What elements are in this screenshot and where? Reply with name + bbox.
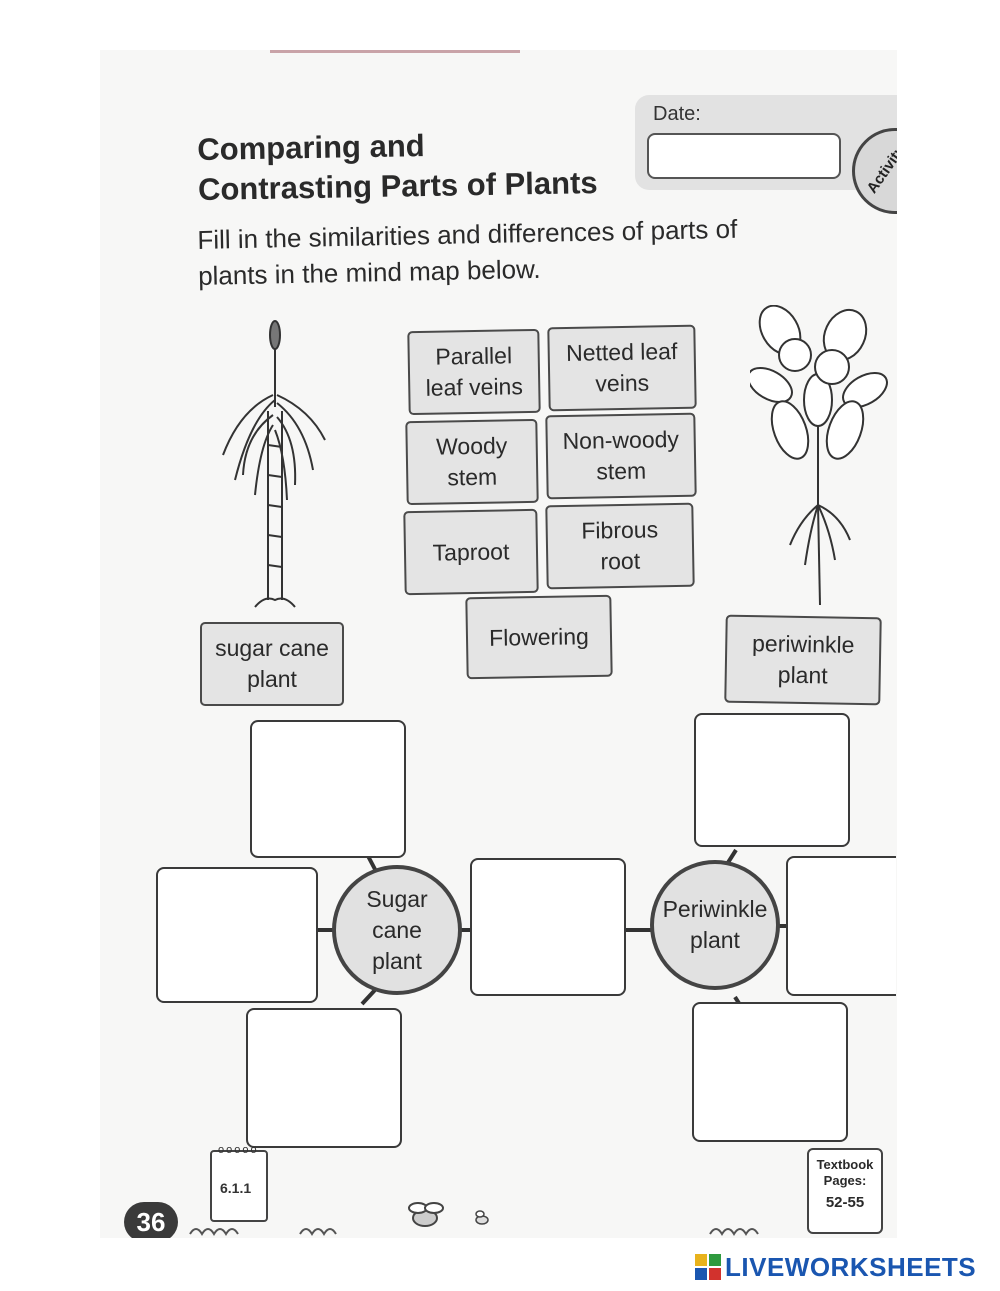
small-bee-icon: [475, 1210, 489, 1225]
liveworksheets-wordmark: LIVEWORKSHEETS: [725, 1251, 977, 1282]
textbook-label: Textbook: [816, 1157, 874, 1172]
sugarcane-illustration: [222, 320, 326, 608]
liveworksheets-logo-icon: [695, 1254, 721, 1280]
answer-box-sugarcane-bottom[interactable]: [246, 1008, 402, 1148]
date-field[interactable]: [647, 133, 841, 179]
pages-label: Pages:: [823, 1173, 867, 1188]
liveworksheets-logo[interactable]: LIVEWORKSHEETS: [695, 1251, 977, 1282]
answer-box-periwinkle-right[interactable]: [786, 856, 896, 996]
hub-periwinkle-plant: Periwinkle plant: [650, 860, 780, 990]
answer-box-sugarcane-left[interactable]: [156, 867, 318, 1003]
word-card-sugar-cane-plant[interactable]: sugar cane plant: [200, 622, 344, 706]
top-strip: [270, 50, 520, 53]
reference-notepad-tag: ooooo 6.1.1: [210, 1144, 268, 1222]
textbook-pages: 52-55: [825, 1194, 865, 1211]
worksheet-page: Comparing and Contrasting Parts of Plant…: [100, 50, 897, 1238]
textbook-reference-card: Textbook Pages: 52-55: [807, 1148, 883, 1234]
hub-sugar-cane-plant: Sugar cane plant: [332, 865, 462, 995]
answer-box-periwinkle-top[interactable]: [694, 713, 850, 847]
answer-box-similarity-center[interactable]: [470, 858, 626, 996]
periwinkle-illustration: [750, 305, 888, 606]
notepad-rings-icon: ooooo: [218, 1144, 259, 1156]
answer-box-sugarcane-top[interactable]: [250, 720, 406, 858]
bee-icon: [408, 1202, 444, 1227]
date-label: Date:: [653, 103, 701, 125]
footer-grass-decoration: [189, 1202, 759, 1236]
answer-box-periwinkle-bottom[interactable]: [692, 1002, 848, 1142]
reference-code: 6.1.1: [220, 1180, 252, 1196]
page-number: 36: [124, 1202, 178, 1238]
